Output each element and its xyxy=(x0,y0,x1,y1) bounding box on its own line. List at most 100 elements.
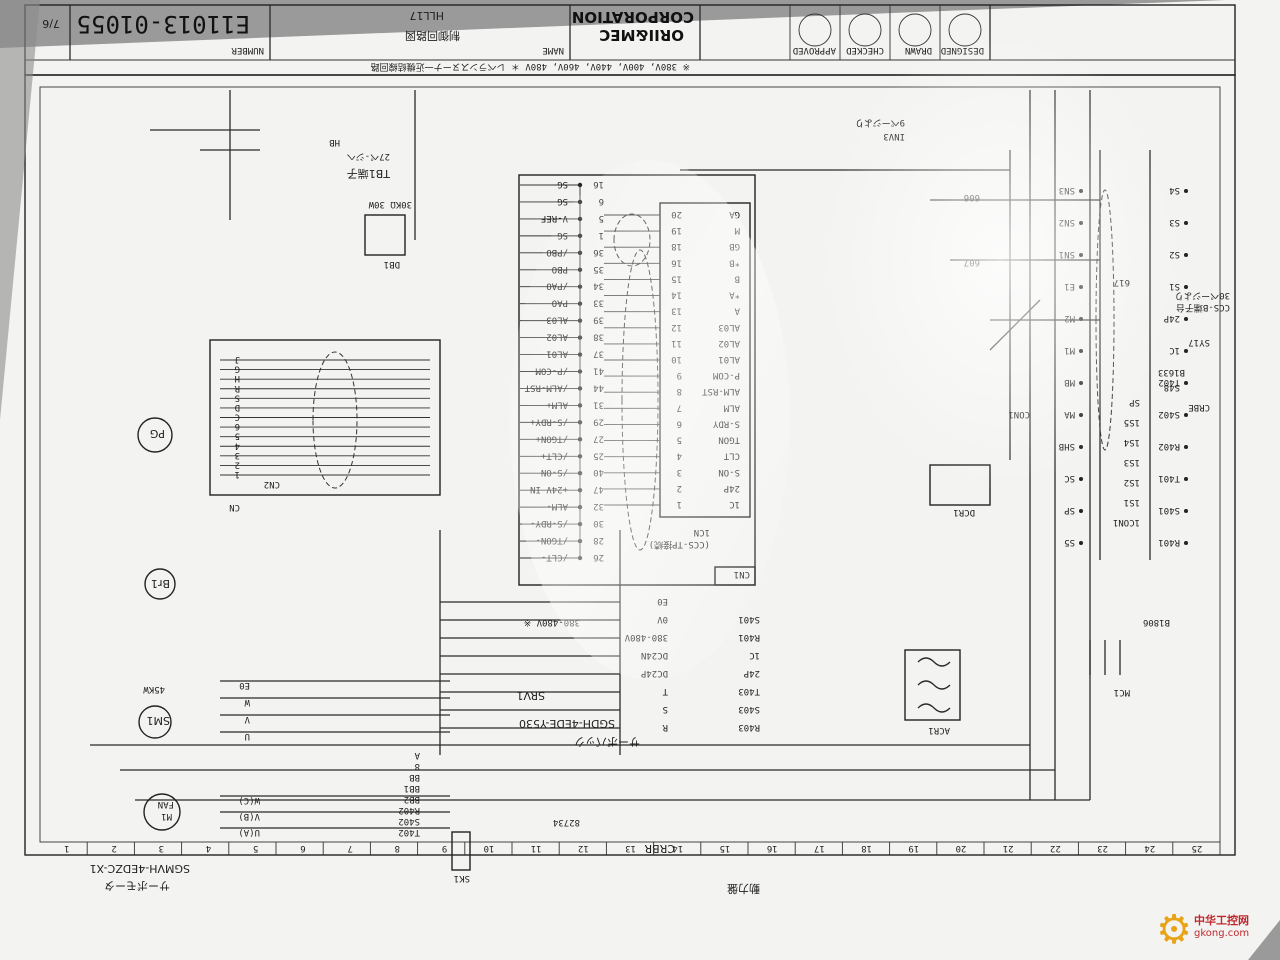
icn-pin-name: *A xyxy=(729,290,740,300)
sm1-motor-symbol xyxy=(138,705,172,739)
cn-label: CN xyxy=(229,502,240,512)
icn-pin-number: 16 xyxy=(671,257,682,267)
cn1-pin-name: SG xyxy=(557,230,568,240)
number-label: NUMBER xyxy=(231,45,264,55)
icn-pin-name: A xyxy=(734,306,740,316)
wire-node xyxy=(1184,477,1188,481)
icn-label: 1CN xyxy=(694,527,710,537)
icn-pin-name: 24P xyxy=(723,483,740,493)
right-wire-label: S2 xyxy=(1169,249,1180,259)
column-number: 21 xyxy=(1003,843,1014,853)
wire-node xyxy=(1079,413,1083,417)
column-number: 22 xyxy=(1050,843,1061,853)
fan-terminal-list: U(A)V(B)W(C) xyxy=(220,795,450,837)
db1-resistor xyxy=(364,214,406,256)
motor-area: SM1 45KW M1 FAN SGMVH-4EDZC-X1 サーボモータ UV… xyxy=(90,680,450,892)
servo-terminal-label: 380-480V xyxy=(624,632,668,642)
servo-pack-label: サーボパック xyxy=(574,735,640,748)
ccs-input-label: 1CON1 xyxy=(1113,517,1140,527)
cn1-pin-name: V-REF xyxy=(541,213,568,223)
icn-pin-name: *B xyxy=(729,257,740,267)
right-wire-label: SN2 xyxy=(1059,217,1075,227)
icn-pin-name: M xyxy=(734,225,740,235)
bus-wire-label: A xyxy=(414,750,420,760)
icn-pin-number: 13 xyxy=(671,306,682,316)
motor-terminal-label: V xyxy=(244,714,250,724)
column-number: 7 xyxy=(347,843,352,853)
pg-pin-label: J xyxy=(235,354,240,364)
column-number: 12 xyxy=(578,843,589,853)
cn2-label: CN2 xyxy=(264,479,280,489)
cn2-connector xyxy=(209,339,441,496)
gear-icon: ⚙ xyxy=(1156,907,1192,953)
wire-node xyxy=(1184,285,1188,289)
m1-fan-symbol xyxy=(143,793,181,831)
wire-tag-label: S48 xyxy=(1164,382,1180,392)
servo-terminal-label: DC24N xyxy=(641,650,668,660)
watermark-url: gkong.com xyxy=(1194,928,1250,939)
right-wire-label: S5 xyxy=(1064,537,1075,547)
column-number: 23 xyxy=(1097,843,1108,853)
company-line2: CORPORATION xyxy=(572,8,694,26)
sm1-power: 45KW xyxy=(143,684,165,694)
cn1-pin-name: /TGON- xyxy=(535,535,568,545)
pg-pin-label: R xyxy=(234,383,240,393)
hb-label: HB xyxy=(329,137,340,147)
ccs-input-label: 1S3 xyxy=(1124,457,1140,467)
cn1-pin-name: /S-RDY+ xyxy=(529,416,568,426)
right-wire-label: S3 xyxy=(1169,217,1180,227)
bus-wire-label: T402 xyxy=(398,827,420,837)
cn1-pin-number: 38 xyxy=(593,332,604,342)
cn1-pin-name: /ALM-RST xyxy=(524,382,568,392)
servo-wire-label: R403 xyxy=(738,722,760,732)
icn-pin-number: 2 xyxy=(677,483,682,493)
ccs-input-label: SP xyxy=(1129,397,1140,407)
right-wire-label: S4 xyxy=(1169,185,1180,195)
right-wire-label: 24P xyxy=(1163,313,1180,323)
tb1-sub: 27ペ-ジへ xyxy=(347,151,390,161)
checked-label: CHECKED xyxy=(846,45,884,55)
servo-wire-label: S401 xyxy=(738,614,760,624)
wire-node xyxy=(1184,317,1188,321)
cn1-label: CN1 xyxy=(734,569,750,579)
acr1-label: ACR1 xyxy=(928,725,950,735)
motor-terminal-label: U xyxy=(245,731,250,741)
wire-node xyxy=(1079,541,1083,545)
wire-node xyxy=(1079,445,1083,449)
right-wire-label: R402 xyxy=(1158,441,1180,451)
icn-pin-name: GA xyxy=(729,209,740,219)
cn1-pin-number: 16 xyxy=(593,179,604,189)
cn1-pin-name: +24V IN xyxy=(530,484,568,494)
icn-pin-number: 20 xyxy=(671,209,682,219)
pg-pin-label: G xyxy=(235,364,240,374)
m1-fan-label: FAN xyxy=(158,799,174,809)
pg-label: PG xyxy=(150,427,165,440)
wire-tag-label: B1633 xyxy=(1158,367,1185,377)
sy-label: SY17 xyxy=(1188,337,1210,347)
icn-pin-number: 5 xyxy=(677,435,682,445)
acr1-coil xyxy=(917,703,951,713)
wire-node xyxy=(1184,381,1188,385)
column-number: 18 xyxy=(861,843,872,853)
right-wire-label: SC xyxy=(1064,473,1075,483)
wire-tag-label: 82734 xyxy=(553,817,580,827)
ccs-input-label: 1S4 xyxy=(1124,437,1140,447)
drawing-name-jp: 制御回路図 xyxy=(405,29,460,43)
wire-node xyxy=(1184,445,1188,449)
cn1-pin-name: /CLT- xyxy=(541,552,568,562)
tb1-label: TB1端子 xyxy=(347,167,391,180)
servo-wire-label: 24P xyxy=(743,668,760,678)
cn1-pin-name: /TGON+ xyxy=(535,433,568,443)
right-wire-label: MA xyxy=(1064,409,1075,419)
cn1-pin-number: 29 xyxy=(593,416,604,426)
inv3-label: INV3 xyxy=(883,131,905,141)
cn1-pin-number: 31 xyxy=(593,399,604,409)
icn-pin-number: 6 xyxy=(677,418,682,428)
ccs-terminal-sub: 30ページより xyxy=(1175,290,1230,301)
icn-pin-name: S-ON xyxy=(718,467,740,477)
cn1-pin-number: 25 xyxy=(593,450,604,460)
